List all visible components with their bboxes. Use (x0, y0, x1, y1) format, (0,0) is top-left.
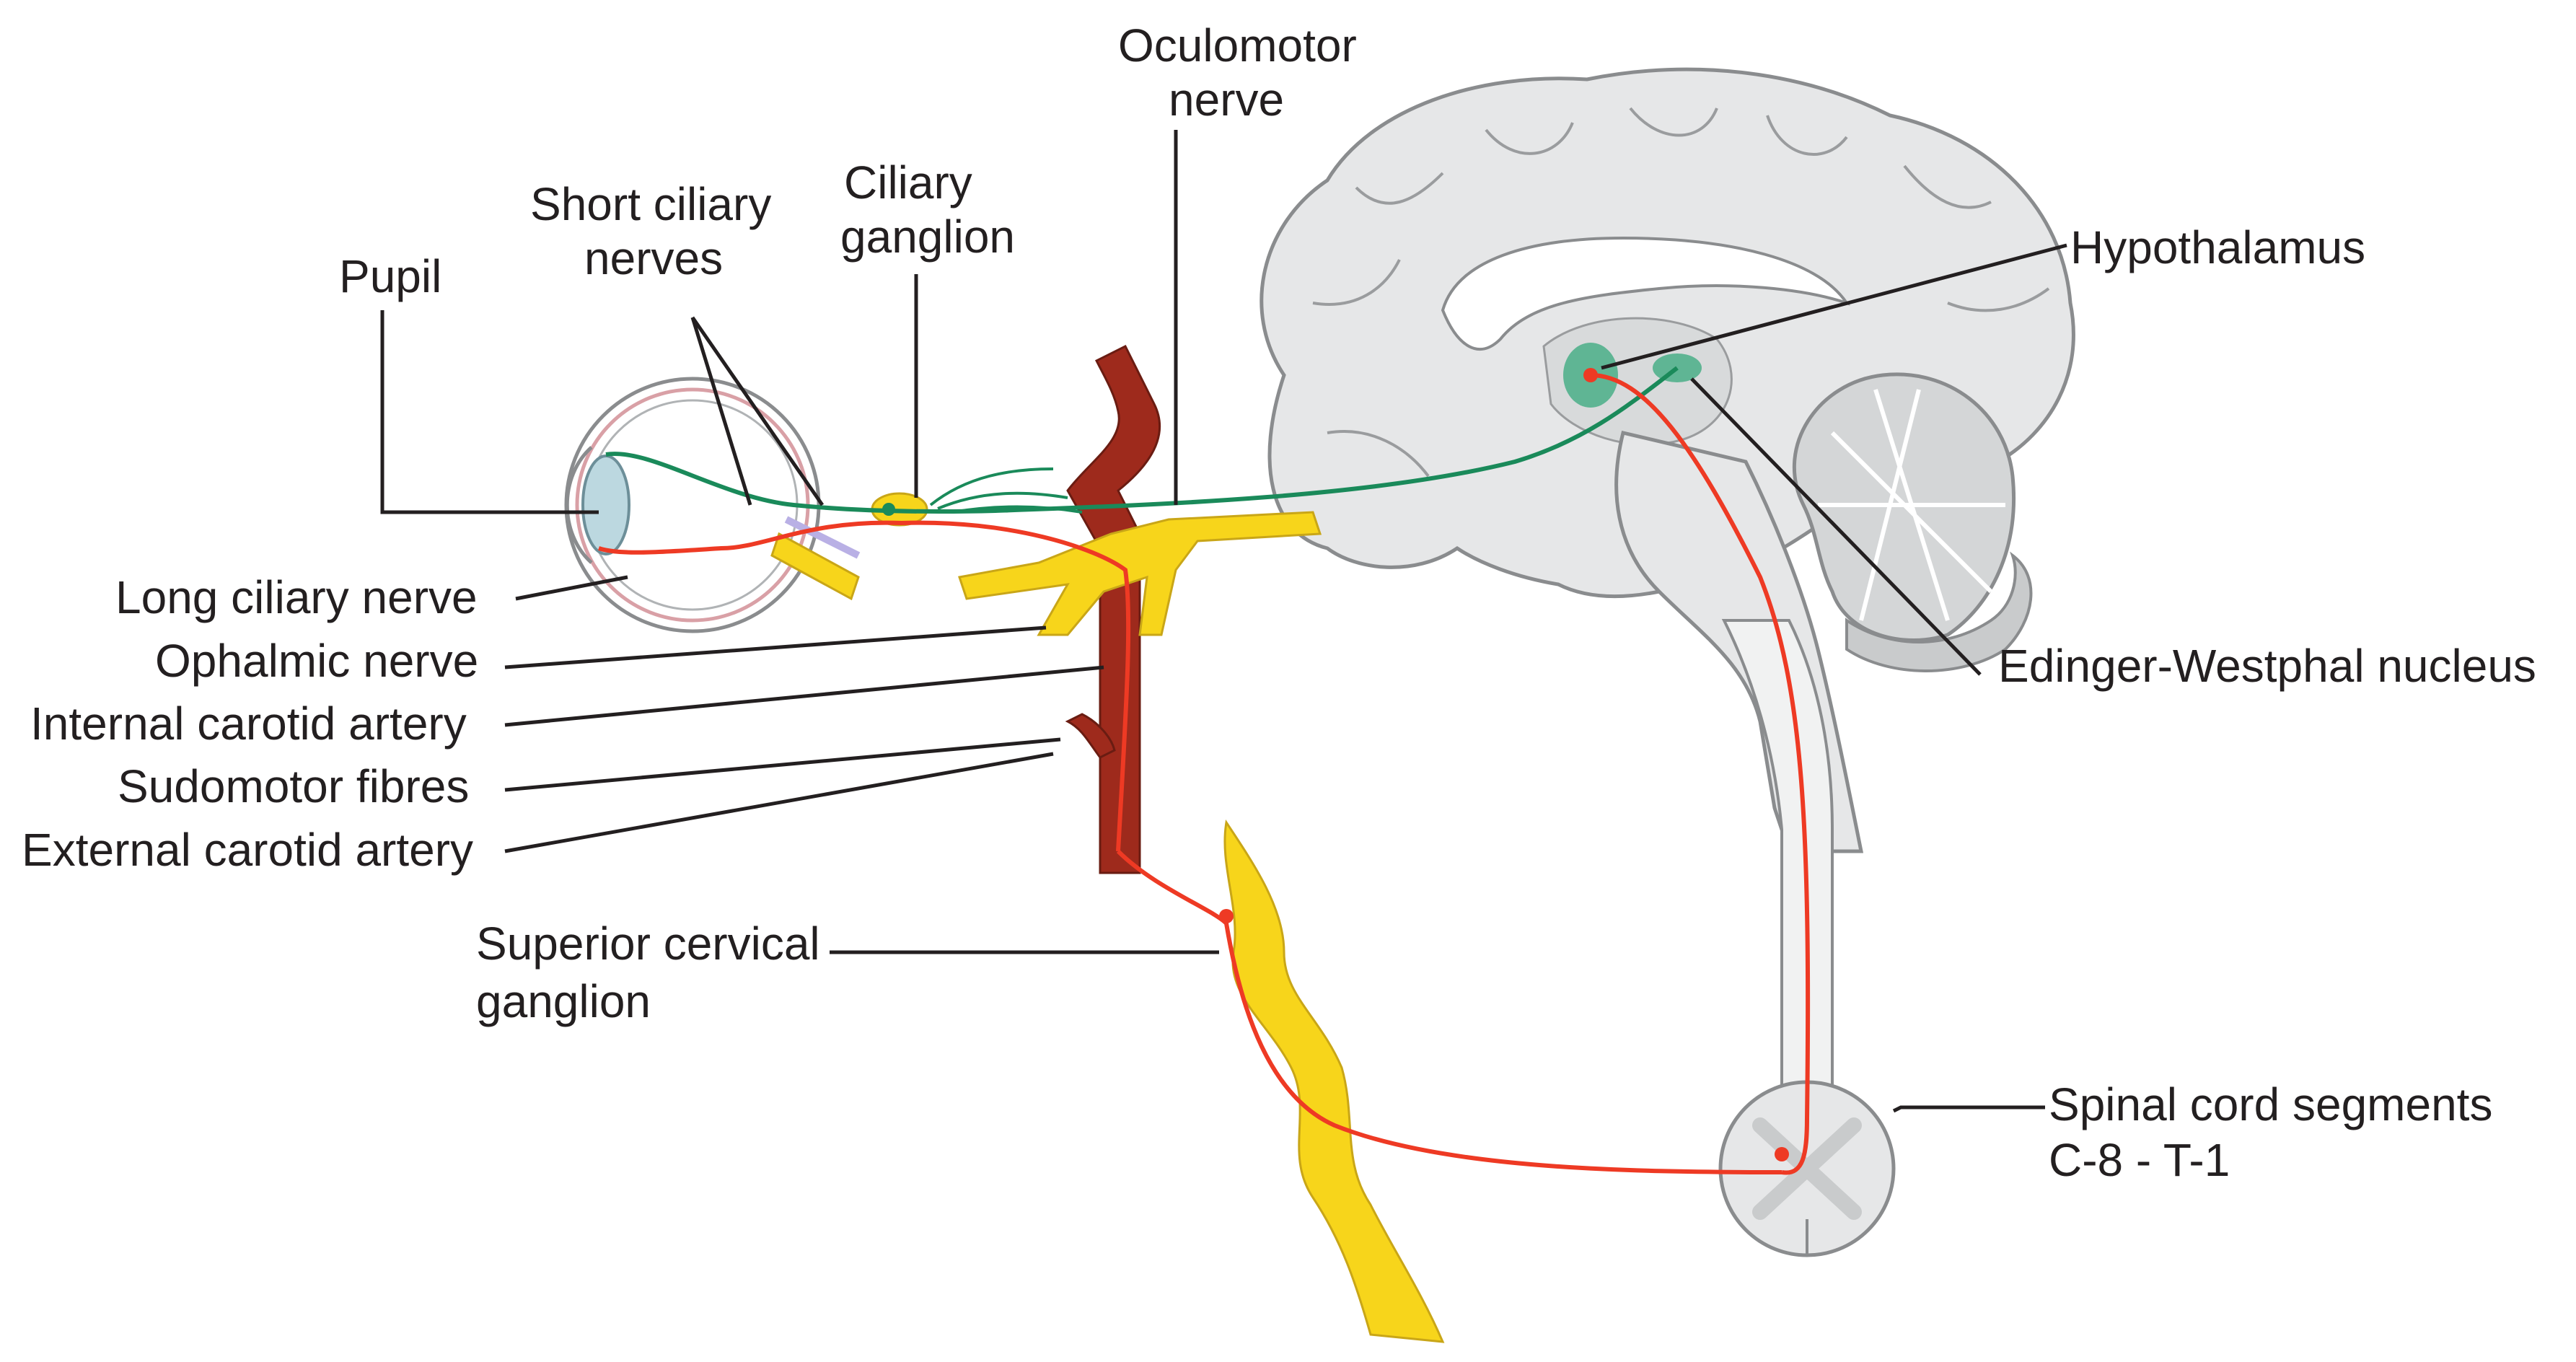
corpus-callosum (1441, 236, 1850, 351)
ophthalmic-nerve (958, 511, 1322, 636)
label-ciliary-ganglion-2: ganglion (840, 211, 1015, 263)
gyri (1312, 107, 2050, 478)
label-spinal-cord-2: C-8 - T-1 (2049, 1134, 2230, 1186)
trigeminal-nerves (958, 511, 1322, 636)
external-carotid-artery (1065, 713, 1116, 759)
internal-carotid-artery (1066, 344, 1161, 874)
carotid-arteries (1065, 344, 1161, 874)
label-spinal-cord-1: Spinal cord segments (2049, 1078, 2492, 1130)
label-hypothalamus: Hypothalamus (2070, 221, 2365, 273)
label-superior-cervical-2: ganglion (476, 975, 651, 1027)
spinal-cord (1718, 619, 1896, 1257)
brain (1260, 67, 2075, 853)
label-long-ciliary: Long ciliary nerve (115, 571, 478, 623)
cerebellum (1792, 372, 2033, 672)
label-short-ciliary-2: nerves (584, 232, 723, 284)
label-sudomotor: Sudomotor fibres (118, 760, 469, 812)
lens (581, 454, 630, 555)
label-superior-cervical-1: Superior cervical (476, 918, 820, 970)
eye (564, 377, 861, 633)
labels: Pupil Short ciliary nerves Ciliary gangl… (22, 19, 2536, 1186)
label-pupil: Pupil (339, 250, 441, 302)
leader-lines (380, 130, 2067, 1113)
label-oculomotor-2: nerve (1169, 74, 1284, 126)
label-edinger-westphal: Edinger-Westphal nucleus (1998, 640, 2536, 692)
label-short-ciliary-1: Short ciliary (530, 178, 771, 230)
label-ciliary-ganglion-1: Ciliary (844, 157, 972, 208)
sympathetic-trunk (1223, 820, 1445, 1343)
cornea (565, 446, 593, 564)
sympathetic-pathway (598, 368, 1811, 1175)
label-ophthalmic: Ophalmic nerve (155, 635, 478, 687)
label-external-carotid: External carotid artery (22, 824, 473, 876)
label-oculomotor-1: Oculomotor (1118, 19, 1357, 71)
label-internal-carotid: Internal carotid artery (30, 698, 467, 750)
